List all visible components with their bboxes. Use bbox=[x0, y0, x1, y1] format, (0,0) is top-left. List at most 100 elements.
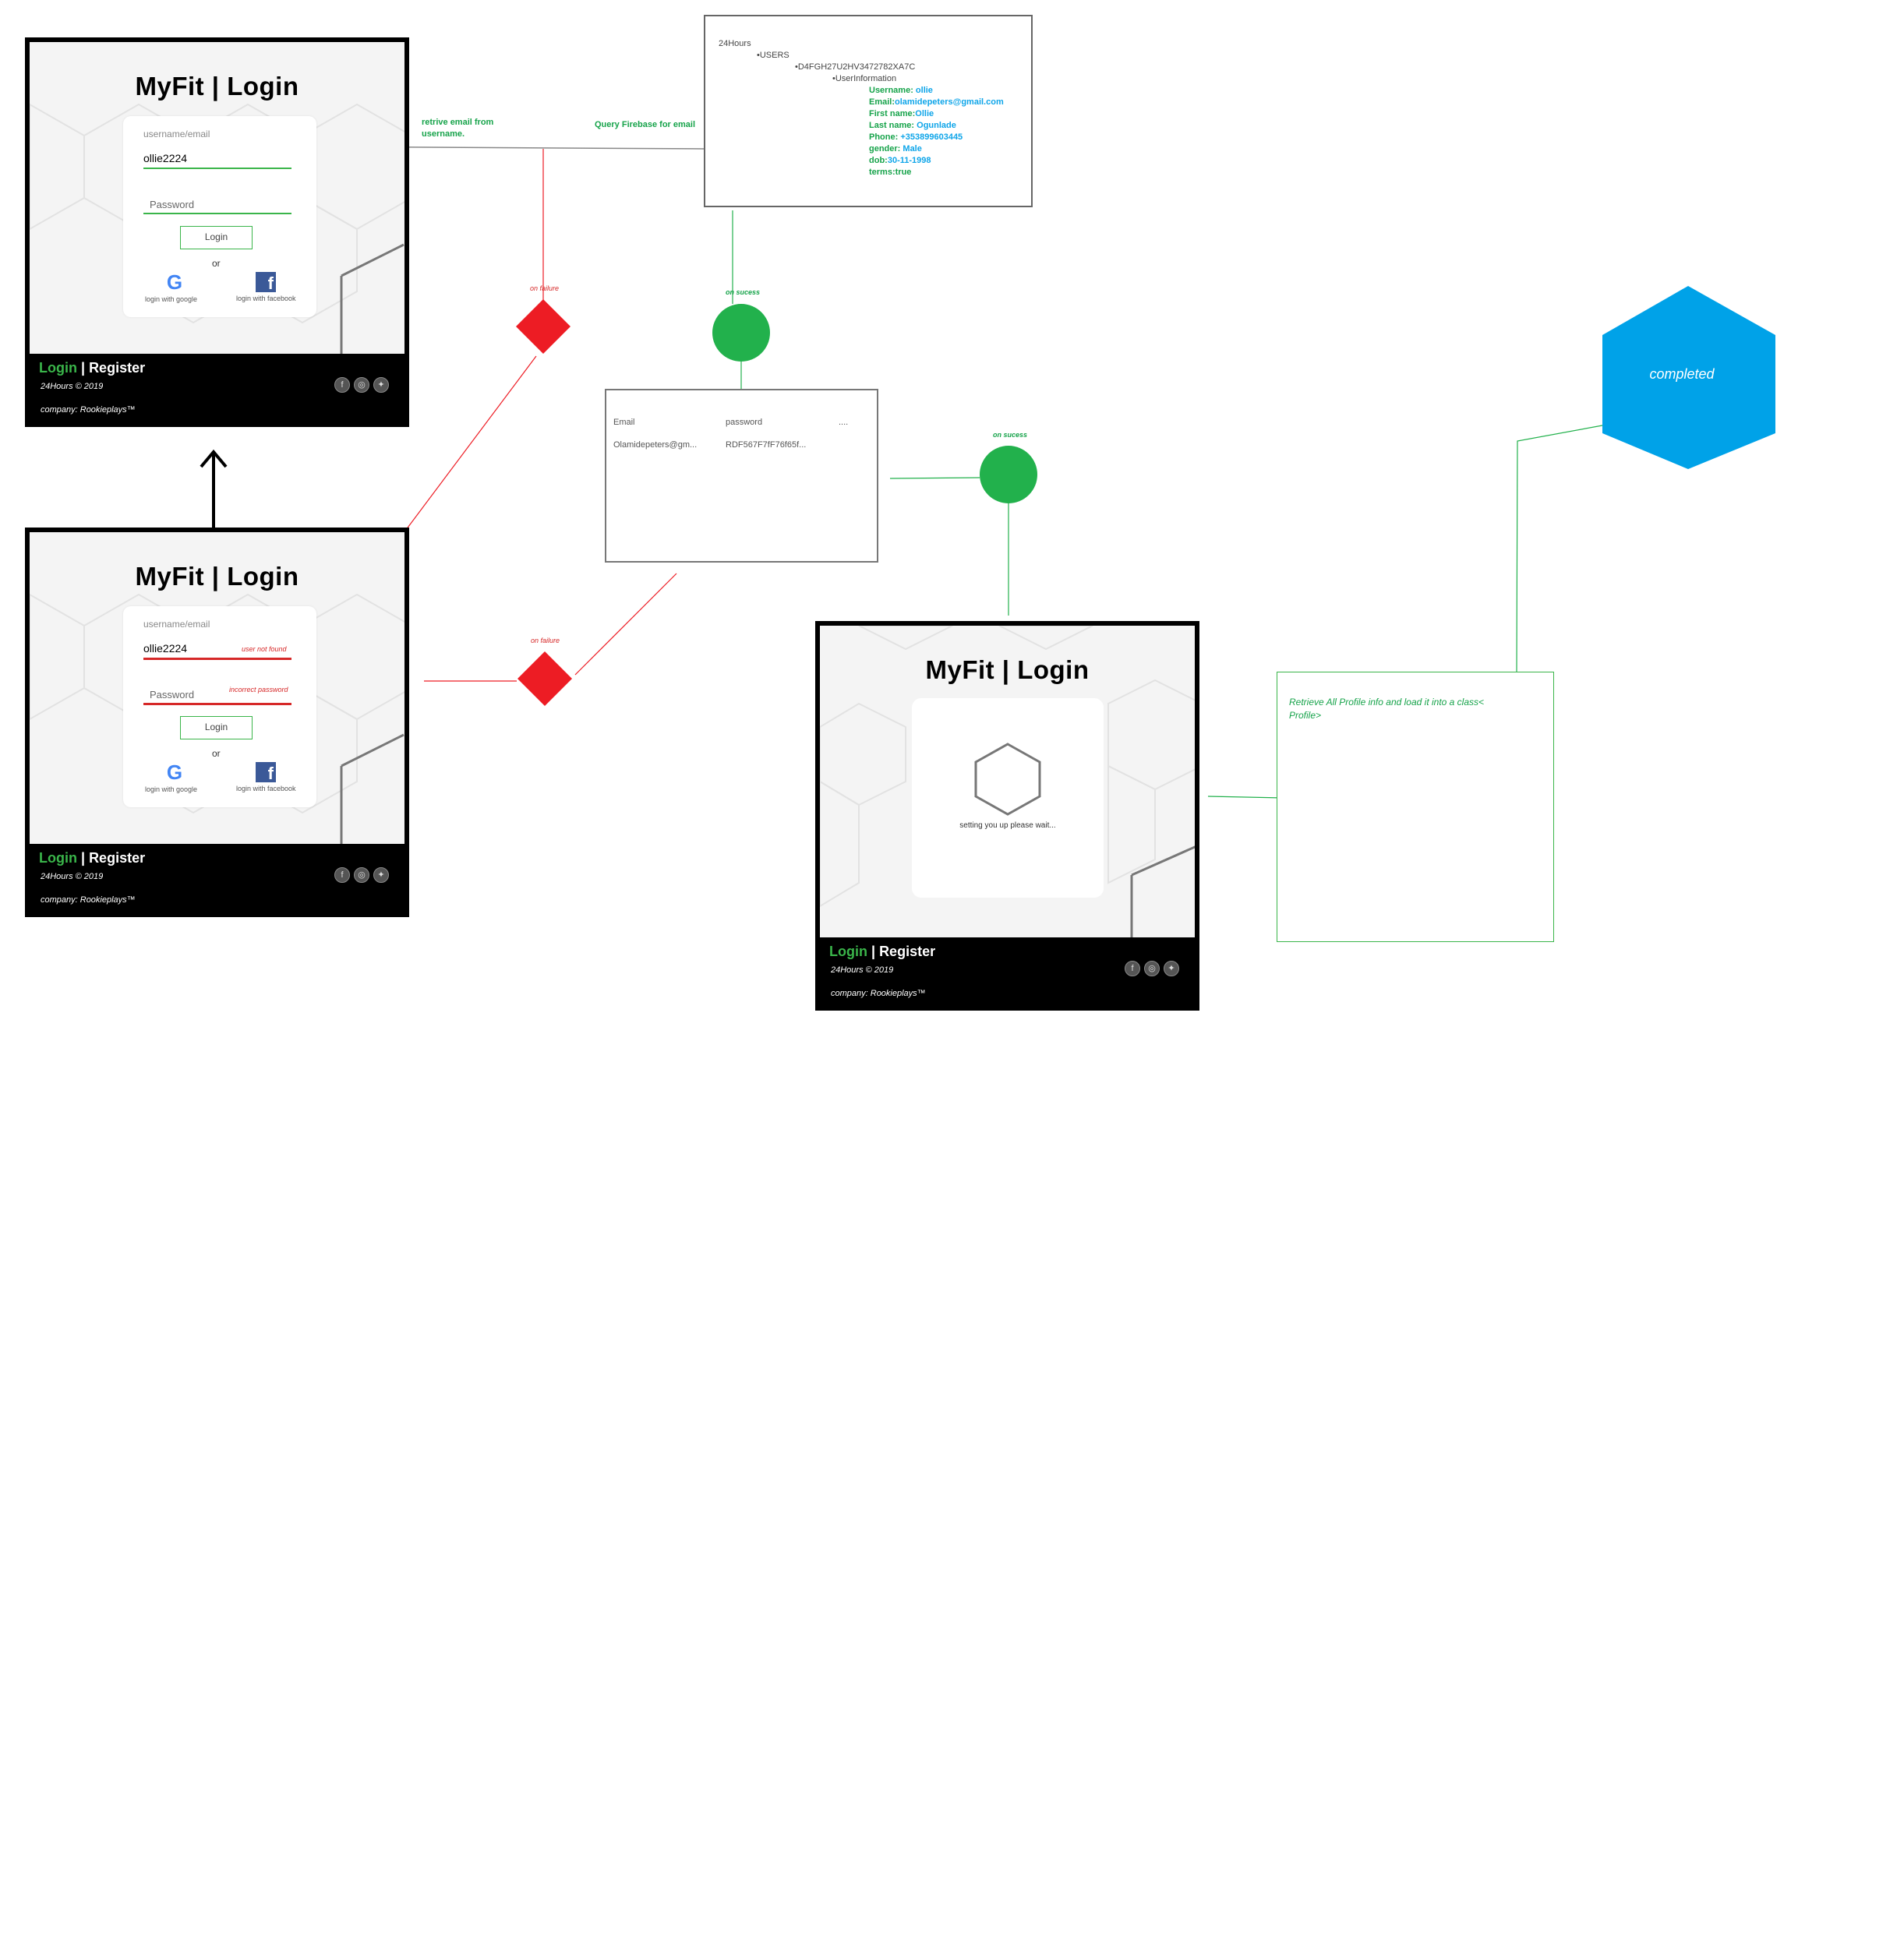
facebook-social-icon[interactable]: f bbox=[334, 377, 350, 393]
table-header-password: password bbox=[726, 418, 763, 427]
username-underline bbox=[143, 168, 291, 169]
footer-nav: Login | Register bbox=[829, 944, 935, 960]
firebase-structure-box: 24Hours •USERS •D4FGH27U2HV3472782XA7C •… bbox=[704, 15, 1033, 207]
note-on-success-2: on sucess bbox=[993, 431, 1028, 439]
footer: Login | Register 24Hours © 2019 company:… bbox=[30, 844, 404, 912]
hexagon-spinner-icon bbox=[974, 743, 1041, 816]
google-icon[interactable]: G bbox=[166, 270, 183, 294]
footer-copyright: 24Hours © 2019 bbox=[831, 965, 894, 975]
password-input[interactable]: Password bbox=[150, 689, 195, 701]
page-title: MyFit | Login bbox=[925, 655, 1090, 684]
firebase-root: 24Hours bbox=[719, 39, 751, 48]
firebase-field: Email:olamidepeters@gmail.com bbox=[869, 97, 1004, 107]
footer-register-link[interactable]: Register bbox=[89, 850, 146, 866]
or-separator: or bbox=[212, 258, 221, 269]
connector-profile bbox=[1207, 796, 1284, 799]
failure-diamond-1 bbox=[516, 299, 570, 354]
note-on-failure-2: on failure bbox=[531, 637, 560, 644]
table-header-email: Email bbox=[613, 418, 635, 427]
google-login-label[interactable]: login with google bbox=[145, 295, 198, 303]
footer-login-link[interactable]: Login bbox=[39, 850, 77, 866]
social-icons: f ◎ ✦ bbox=[334, 377, 389, 393]
footer: Login | Register 24Hours © 2019 company:… bbox=[30, 354, 404, 422]
username-input[interactable]: ollie2224 bbox=[143, 642, 188, 655]
footer-company: company: Rookieplays™ bbox=[831, 989, 926, 998]
facebook-icon[interactable]: f bbox=[256, 762, 276, 783]
login-card: username/email ollie2224 user not found … bbox=[123, 606, 316, 807]
twitter-icon[interactable]: ✦ bbox=[373, 867, 389, 883]
firebase-userinfo-node: •UserInformation bbox=[832, 74, 897, 83]
facebook-login-label[interactable]: login with facebook bbox=[236, 295, 296, 302]
completed-hexagon bbox=[1602, 286, 1775, 469]
username-label: username/email bbox=[143, 619, 210, 630]
login-screen-top: MyFit | Login username/email ollie2224 P… bbox=[25, 37, 409, 427]
note-retrieve-email: retrive email from username. bbox=[422, 118, 494, 139]
login-card: username/email ollie2224 Password Login … bbox=[123, 116, 316, 317]
firebase-field: Phone: +353899603445 bbox=[869, 132, 963, 142]
login-button[interactable]: Login bbox=[180, 226, 253, 249]
login-screen-error: MyFit | Login username/email ollie2224 u… bbox=[25, 528, 409, 917]
footer-register-link[interactable]: Register bbox=[89, 360, 146, 376]
twitter-icon[interactable]: ✦ bbox=[373, 377, 389, 393]
password-underline bbox=[143, 213, 291, 214]
firebase-field: terms:true bbox=[869, 168, 912, 177]
facebook-social-icon[interactable]: f bbox=[334, 867, 350, 883]
twitter-icon[interactable]: ✦ bbox=[1164, 961, 1179, 976]
connector-failure-2-up bbox=[574, 573, 677, 676]
footer-login-link[interactable]: Login bbox=[829, 944, 867, 959]
note-on-success-1: on sucess bbox=[726, 288, 761, 296]
firebase-field: dob:30-11-1998 bbox=[869, 156, 931, 165]
instagram-icon[interactable]: ◎ bbox=[1144, 961, 1160, 976]
failure-diamond-2 bbox=[518, 651, 572, 706]
username-input[interactable]: ollie2224 bbox=[143, 152, 188, 164]
social-icons: f ◎ ✦ bbox=[334, 867, 389, 883]
firebase-field: First name:Ollie bbox=[869, 109, 934, 118]
instagram-icon[interactable]: ◎ bbox=[354, 867, 369, 883]
username-label: username/email bbox=[143, 129, 210, 139]
firebase-field: Last name: Ogunlade bbox=[869, 121, 956, 130]
footer-nav: Login | Register bbox=[39, 850, 145, 866]
password-error: incorrect password bbox=[229, 686, 288, 693]
or-separator: or bbox=[212, 748, 221, 759]
page-title: MyFit | Login bbox=[135, 72, 299, 101]
login-button[interactable]: Login bbox=[180, 716, 253, 739]
firebase-uid-node: •D4FGH27U2HV3472782XA7C bbox=[795, 62, 916, 72]
footer-separator: | bbox=[81, 850, 86, 866]
completed-label: completed bbox=[1649, 366, 1715, 382]
username-underline-error bbox=[143, 658, 291, 660]
footer: Login | Register 24Hours © 2019 company:… bbox=[820, 937, 1195, 1006]
footer-login-link[interactable]: Login bbox=[39, 360, 77, 376]
auth-table-box: Email password .... Olamidepeters@gm... … bbox=[605, 389, 878, 563]
firebase-field: gender: Male bbox=[869, 144, 922, 154]
firebase-field: Username: ollie bbox=[869, 86, 933, 95]
facebook-social-icon[interactable]: f bbox=[1125, 961, 1140, 976]
footer-copyright: 24Hours © 2019 bbox=[41, 382, 104, 391]
footer-nav: Login | Register bbox=[39, 360, 145, 376]
success-circle-2 bbox=[980, 446, 1037, 503]
table-cell-email: Olamidepeters@gm... bbox=[613, 440, 698, 450]
footer-separator: | bbox=[871, 944, 876, 959]
facebook-login-label[interactable]: login with facebook bbox=[236, 785, 296, 792]
table-cell-password: RDF567F7fF76f65f... bbox=[726, 440, 807, 450]
instagram-icon[interactable]: ◎ bbox=[354, 377, 369, 393]
connector-completed bbox=[1516, 425, 1603, 675]
footer-register-link[interactable]: Register bbox=[879, 944, 936, 959]
google-icon[interactable]: G bbox=[166, 760, 183, 784]
username-error: user not found bbox=[242, 645, 287, 653]
footer-company: company: Rookieplays™ bbox=[41, 895, 136, 905]
password-input[interactable]: Password bbox=[150, 199, 195, 210]
loading-message: setting you up please wait... bbox=[959, 821, 1056, 830]
password-underline-error bbox=[143, 703, 291, 705]
arrow-up-head bbox=[200, 449, 228, 468]
footer-company: company: Rookieplays™ bbox=[41, 405, 136, 415]
hex-background bbox=[820, 626, 1195, 953]
google-login-label[interactable]: login with google bbox=[145, 785, 198, 793]
loading-screen: MyFit | Login setting you up please wait… bbox=[815, 621, 1199, 1011]
footer-separator: | bbox=[81, 360, 86, 376]
facebook-icon[interactable]: f bbox=[256, 272, 276, 293]
profile-load-text: Retrieve All Profile info and load it in… bbox=[1289, 697, 1485, 721]
page-title: MyFit | Login bbox=[135, 562, 299, 591]
table-header-more: .... bbox=[839, 418, 849, 427]
profile-load-box: Retrieve All Profile info and load it in… bbox=[1277, 672, 1554, 942]
